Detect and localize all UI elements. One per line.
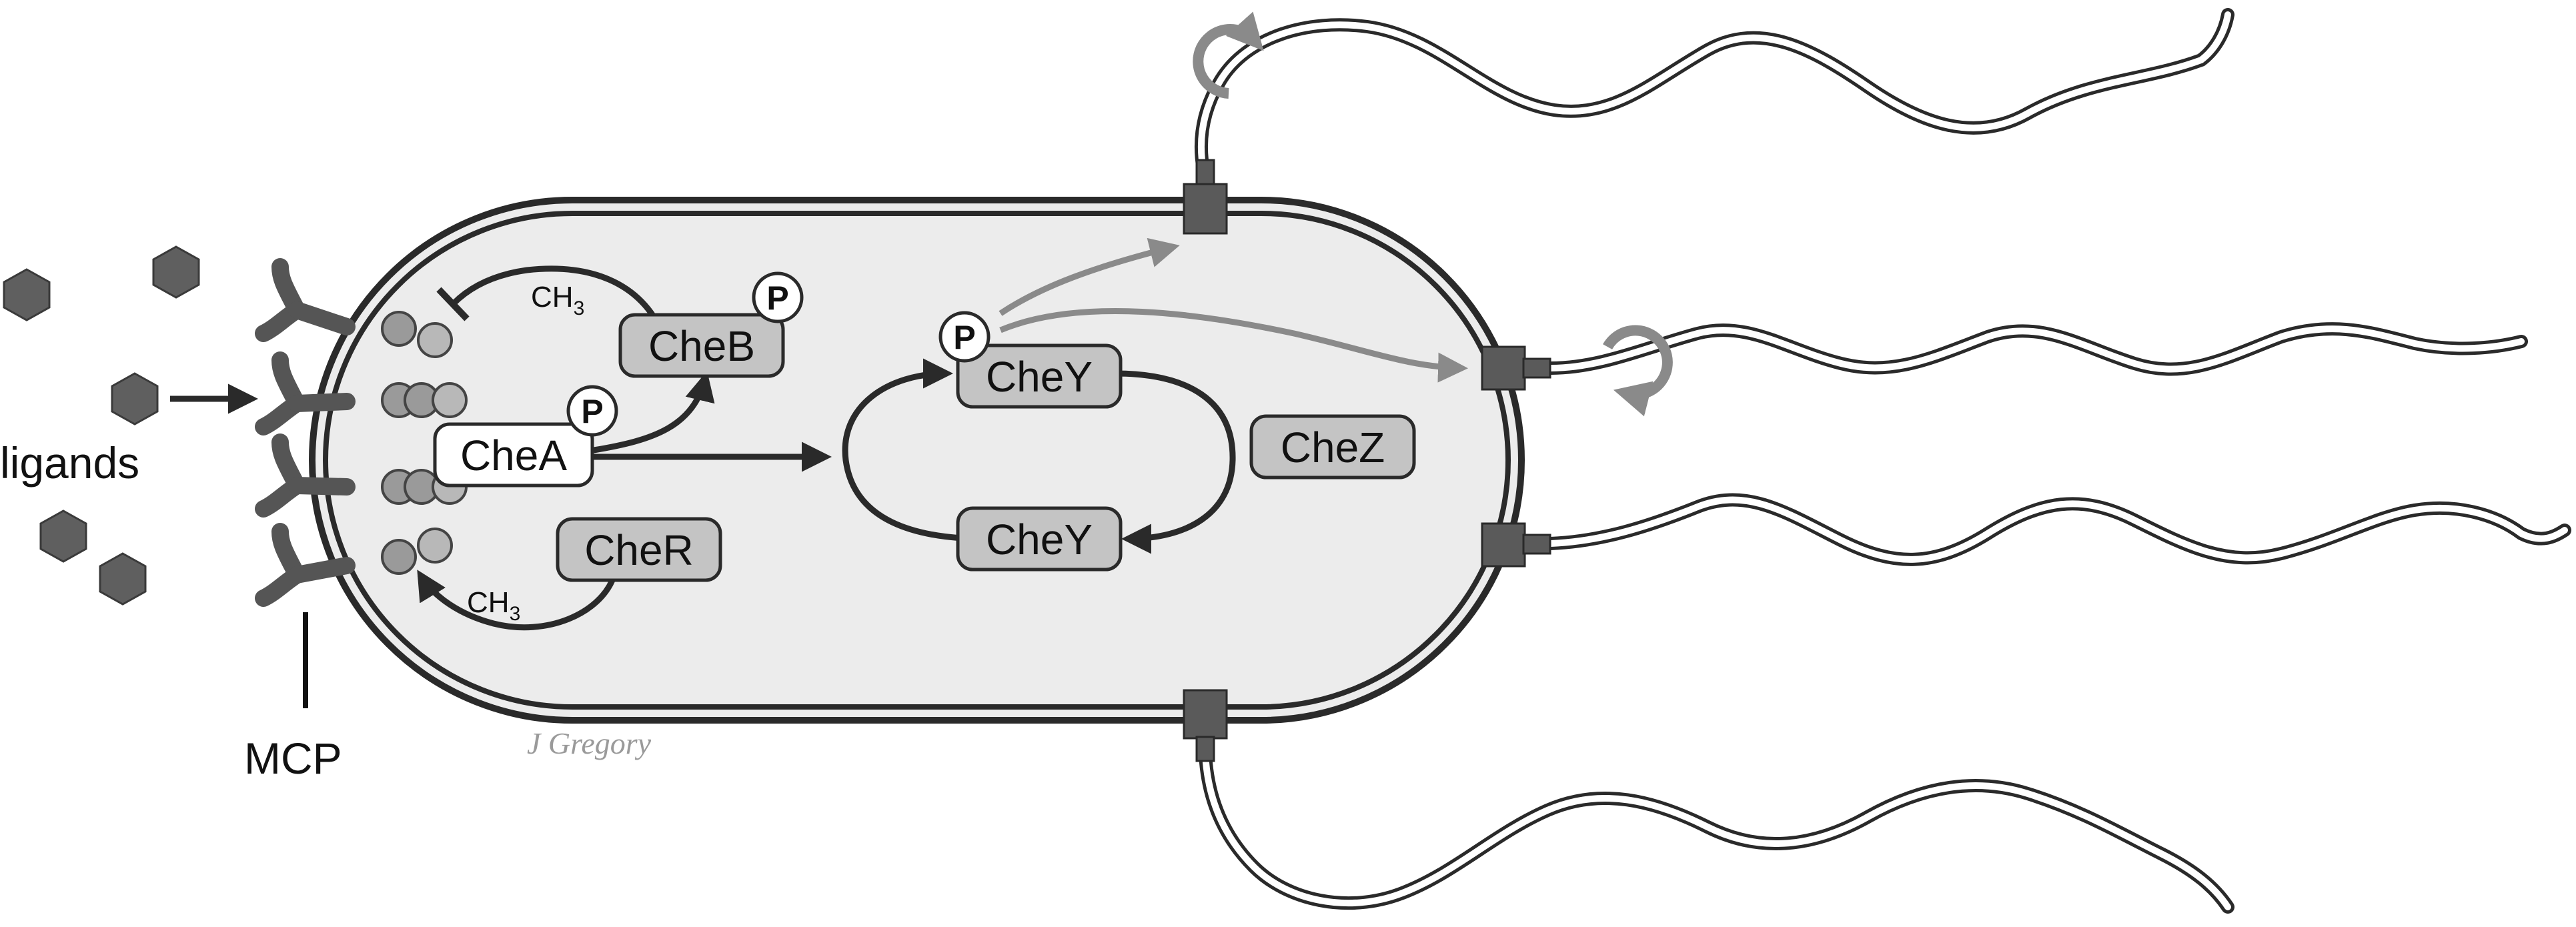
chea-label: CheA bbox=[460, 431, 567, 480]
svg-text:P: P bbox=[953, 319, 975, 356]
phosphate-badge-cheb: P bbox=[752, 271, 804, 323]
protein-cheb: CheB bbox=[618, 313, 785, 378]
flagellar-motors bbox=[1183, 159, 1551, 762]
flagellar-motor-icon bbox=[1481, 345, 1551, 391]
ch3-top-label: CH3 bbox=[531, 281, 584, 319]
chey-to-motor-arrow-top bbox=[999, 237, 1180, 316]
ligands-label: ligands bbox=[0, 438, 139, 488]
flagellum-middle bbox=[1544, 322, 2528, 376]
rotation-arrow-icon bbox=[1603, 325, 1673, 417]
flagellum-top bbox=[1194, 8, 2234, 185]
cell-body bbox=[309, 197, 1525, 724]
signature: J Gregory bbox=[527, 726, 652, 760]
chey-cycle-right-arc bbox=[1115, 370, 1236, 554]
ch3-bottom-label: CH3 bbox=[467, 586, 520, 625]
cell-inner-membrane bbox=[323, 211, 1511, 710]
mcp-receptor bbox=[255, 433, 468, 518]
hexagon-icon bbox=[99, 552, 147, 606]
protein-chey-phosphorylated: CheY bbox=[956, 343, 1123, 409]
flagellar-motor-icon bbox=[1183, 159, 1228, 235]
phosphate-badge-chey: P bbox=[938, 311, 991, 363]
chey-bottom-label: CheY bbox=[986, 516, 1093, 564]
inhibition-bar bbox=[436, 287, 470, 321]
protein-cher: CheR bbox=[556, 517, 722, 582]
cher-label: CheR bbox=[584, 526, 694, 574]
hexagon-icon bbox=[111, 372, 159, 425]
svg-text:P: P bbox=[581, 393, 603, 430]
protein-chey: CheY bbox=[956, 506, 1123, 572]
flagellar-motor-icon bbox=[1481, 522, 1551, 568]
mcp-receptor bbox=[255, 523, 453, 607]
cheb-demethylation-line bbox=[451, 265, 667, 337]
flagella bbox=[1194, 8, 2571, 914]
mcp-receptors bbox=[255, 258, 468, 708]
chea-to-cheb-arrow bbox=[593, 371, 715, 453]
flagellum-bottom bbox=[1199, 747, 2234, 914]
hexagon-icon bbox=[3, 268, 51, 321]
ligands bbox=[3, 245, 200, 606]
chey-to-motor-arrow-middle bbox=[999, 307, 1468, 383]
protein-chea: CheA bbox=[433, 422, 594, 488]
protein-chez: CheZ bbox=[1249, 414, 1416, 480]
chez-label: CheZ bbox=[1281, 423, 1385, 472]
flagellar-motor-icon bbox=[1183, 689, 1228, 762]
rotation-arrow-icon bbox=[1193, 11, 1264, 99]
mcp-receptor bbox=[255, 258, 453, 358]
cell-outer-membrane bbox=[309, 197, 1525, 724]
mcp-receptor bbox=[255, 351, 468, 435]
chey-top-label: CheY bbox=[986, 353, 1093, 401]
cher-methylation-arrow bbox=[417, 570, 617, 631]
hexagon-icon bbox=[39, 510, 87, 563]
rotation-arrows bbox=[1193, 11, 1673, 417]
cheb-label: CheB bbox=[648, 322, 755, 370]
flagellum-lower bbox=[1544, 493, 2571, 566]
svg-text:P: P bbox=[766, 279, 788, 317]
phosphate-badge-chea: P bbox=[566, 385, 618, 437]
chey-cycle-left-arc bbox=[842, 358, 987, 542]
mcp-label: MCP bbox=[244, 734, 342, 783]
hexagon-icon bbox=[152, 245, 200, 299]
